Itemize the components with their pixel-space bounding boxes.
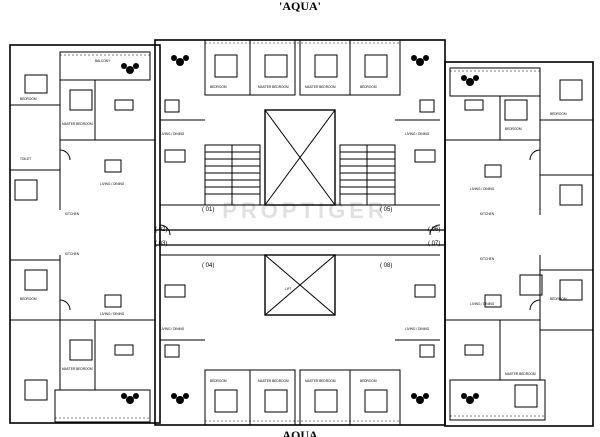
flat-number-08: ( 08) [380,263,392,269]
room-label: BEDROOM [20,297,37,301]
room-label: MASTER BEDROOM [258,379,289,383]
room-label: BEDROOM [360,85,377,89]
room-label: LIVING / DINING [405,132,430,136]
room-label: KITCHEN [480,212,495,216]
room-label: KITCHEN [65,252,80,256]
room-label: BEDROOM [360,379,377,383]
staircase-left [204,144,261,206]
room-label: KITCHEN [65,212,80,216]
room-label: MASTER BEDROOM [505,372,536,376]
room-label: LIVING / DINING [405,327,430,331]
lift-core-bottom [264,254,336,316]
room-label: LIVING / DINING [100,312,125,316]
flat-number-02: ( 02) [155,227,167,233]
flat-number-06: ( 06) [428,227,440,233]
central-block [154,39,446,426]
planter-icons [121,55,479,404]
room-label: LIVING / DINING [470,187,495,191]
flat-number-03: ( 03) [155,241,167,247]
room-label: KITCHEN [480,257,495,261]
lift-core-top [264,109,336,206]
flat-number-01: ( 01) [202,207,214,213]
staircase-right [339,144,396,206]
watermark: PROPTIGER [222,198,388,223]
room-label: LIVING / DINING [160,327,185,331]
room-label: LIVING / DINING [100,182,125,186]
room-label: MASTER BEDROOM [305,379,336,383]
flat-number-04: ( 04) [202,263,214,269]
flat-number-07: ( 07) [428,241,440,247]
bottom-plan-title: AQUA [282,429,318,437]
room-label: LIFT [285,287,292,291]
room-label: MASTER BEDROOM [62,122,93,126]
plan-title: 'AQUA' [279,0,321,13]
room-label: LIVING / DINING [160,132,185,136]
room-label: TOILET [20,157,31,161]
room-label: BEDROOM [550,112,567,116]
room-label: LIVING / DINING [470,302,495,306]
room-label: MASTER BEDROOM [258,85,289,89]
room-label: BEDROOM [20,97,37,101]
room-label: BEDROOM [210,85,227,89]
room-label: BEDROOM [210,379,227,383]
flat-number-05: ( 05) [380,207,392,213]
room-label: MASTER BEDROOM [305,85,336,89]
room-label: BEDROOM [505,127,522,131]
room-label: BALCONY [95,59,111,63]
left-wing-outline [9,44,161,424]
room-label: BEDROOM [550,297,567,301]
room-label: MASTER BEDROOM [62,367,93,371]
